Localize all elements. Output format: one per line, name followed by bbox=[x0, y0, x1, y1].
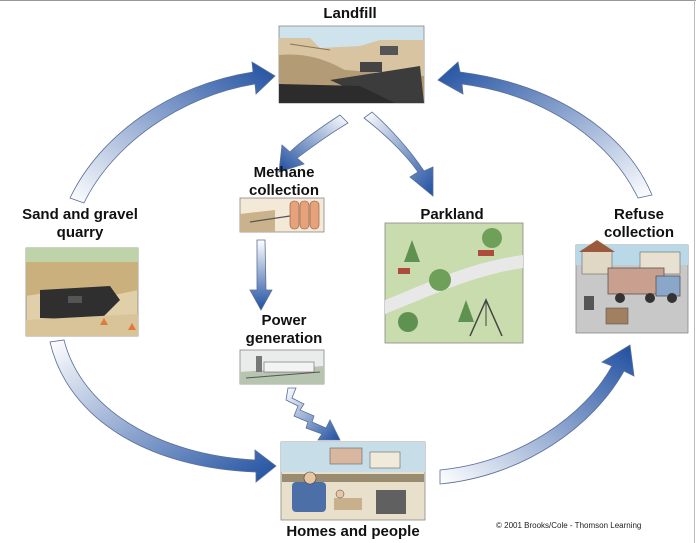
refuse-collection-image bbox=[575, 240, 689, 334]
copyright-credit: © 2001 Brooks/Cole - Thomson Learning bbox=[496, 521, 642, 530]
label-sand-gravel-quarry: Sand and gravel quarry bbox=[10, 206, 150, 242]
arrow-methane-to-power bbox=[249, 239, 273, 311]
frame-top-line bbox=[0, 0, 696, 1]
lightning-power-to-homes bbox=[285, 387, 341, 441]
arrow-quarry-to-landfill bbox=[69, 61, 276, 204]
label-methane-line2: collection bbox=[248, 182, 319, 199]
label-power-generation: Power generation bbox=[236, 312, 332, 348]
quarry-image bbox=[25, 247, 139, 337]
label-refuse-line1: Refuse bbox=[613, 206, 665, 223]
parkland-image bbox=[384, 222, 524, 344]
label-parkland: Parkland bbox=[420, 206, 484, 223]
label-quarry-line2: quarry bbox=[56, 224, 104, 241]
arrow-homes-to-refuse bbox=[439, 344, 635, 485]
landfill-image bbox=[278, 25, 425, 104]
methane-collection-image bbox=[239, 197, 325, 233]
arrow-refuse-to-landfill bbox=[437, 61, 653, 199]
label-quarry-line1: Sand and gravel bbox=[22, 206, 138, 223]
homes-image bbox=[280, 441, 426, 521]
label-power-line1: Power bbox=[261, 312, 307, 329]
label-refuse-collection: Refuse collection bbox=[590, 206, 688, 242]
arrow-landfill-to-parkland bbox=[363, 111, 434, 197]
arrow-landfill-to-methane bbox=[278, 114, 349, 173]
label-methane-collection: Methane collection bbox=[236, 164, 332, 200]
power-generation-image bbox=[239, 349, 325, 385]
label-power-line2: generation bbox=[245, 330, 323, 347]
arrow-quarry-to-homes bbox=[49, 339, 277, 483]
frame-right-line bbox=[694, 0, 695, 543]
label-methane-line1: Methane bbox=[253, 164, 315, 181]
label-landfill: Landfill bbox=[323, 5, 377, 22]
label-homes-and-people: Homes and people bbox=[286, 523, 420, 540]
label-refuse-line2: collection bbox=[603, 224, 674, 241]
